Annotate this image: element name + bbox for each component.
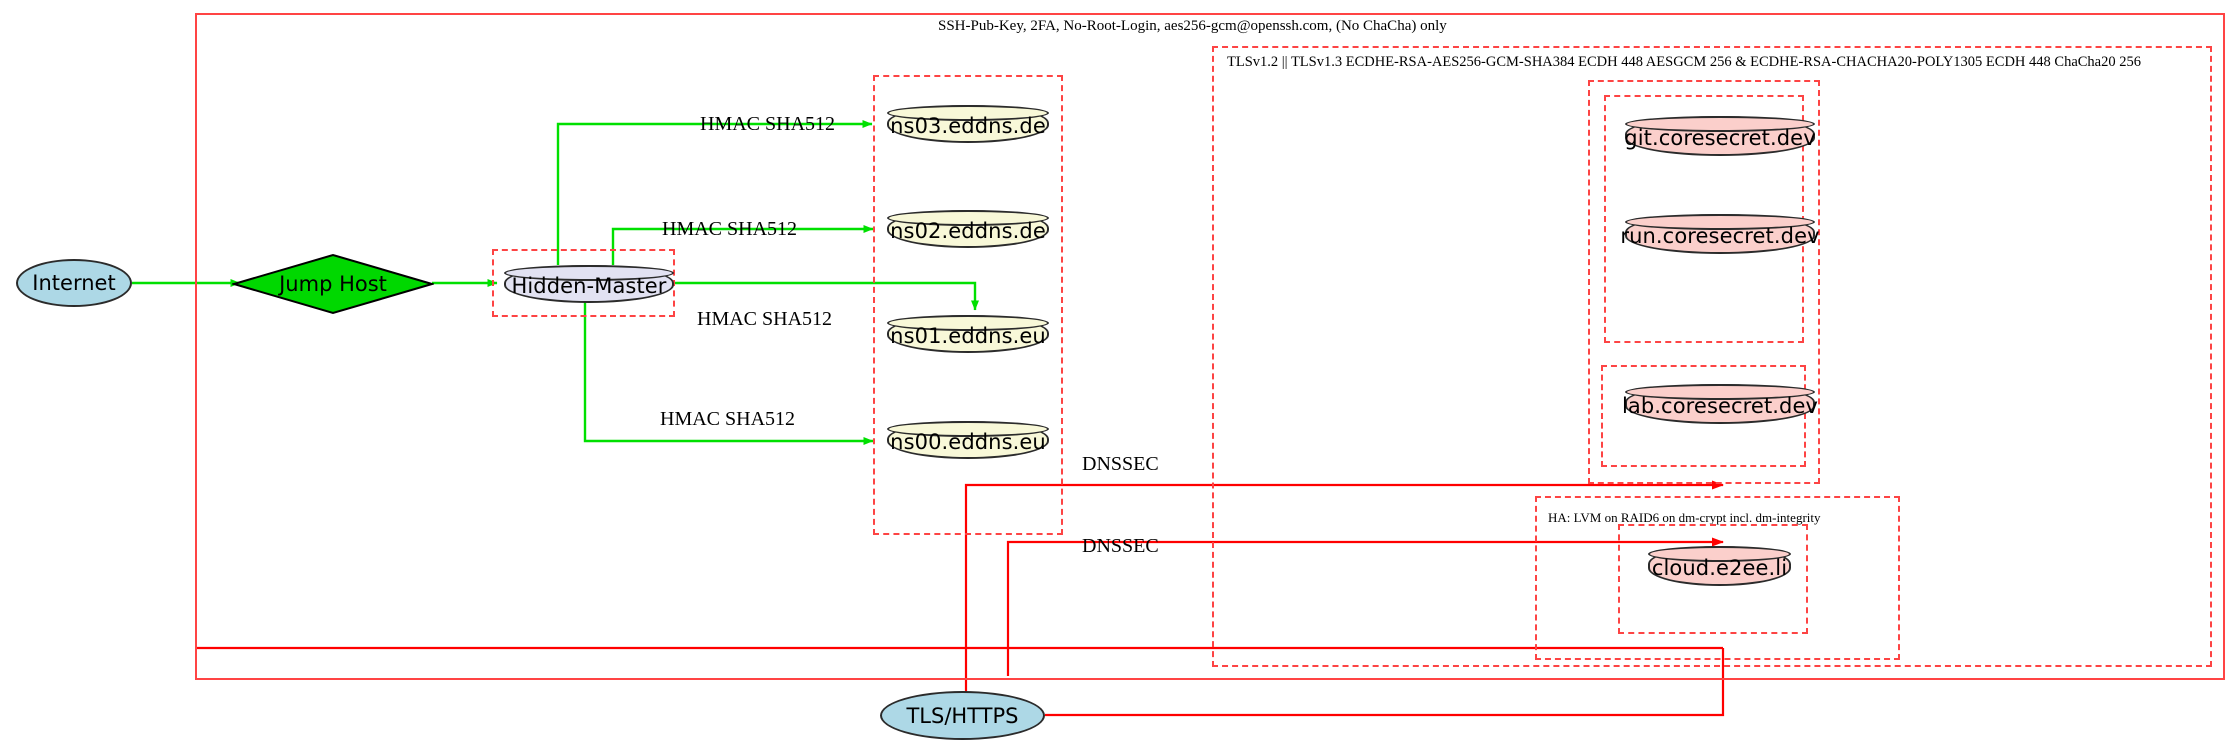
edge-master-ns01: [673, 281, 979, 311]
edge-master-ns02: [611, 225, 874, 265]
cluster-coresecret-zone: [1588, 80, 1820, 484]
node-lab-label: lab.coresecret.dev: [1621, 394, 1819, 418]
node-hidden-master-label: Hidden-Master: [511, 274, 667, 298]
cluster-lab-zone: [1601, 365, 1806, 467]
jumphost-shape: [230, 253, 436, 315]
node-run[interactable]: run.coresecret.dev: [1620, 214, 1820, 254]
cluster-ha-zone-label: HA: LVM on RAID6 on dm-crypt incl. dm-in…: [1548, 510, 1821, 525]
edge-tls-cloud: [1006, 537, 1724, 676]
cluster-ssh-zone: [195, 13, 2225, 680]
cluster-master-zone: [492, 249, 675, 317]
cluster-tls-zone: [1212, 46, 2212, 667]
node-ns03-label: ns03.eddns.de: [890, 114, 1046, 138]
edge-label-hmac-ns02: HMAC SHA512: [662, 218, 798, 240]
node-tls-https[interactable]: TLS/HTTPS: [880, 691, 1045, 740]
edge-master-ns00: [583, 302, 874, 445]
cluster-dns-zone: [873, 75, 1063, 535]
edge-master-ns03: [556, 120, 873, 265]
node-lab[interactable]: lab.coresecret.dev: [1621, 384, 1819, 424]
cluster-ssh-zone-label: SSH-Pub-Key, 2FA, No-Root-Login, aes256-…: [938, 18, 1447, 34]
edge-label-hmac-ns03: HMAC SHA512: [700, 113, 836, 135]
node-internet[interactable]: Internet: [16, 259, 132, 307]
node-run-label: run.coresecret.dev: [1620, 224, 1820, 248]
node-ns01-label: ns01.eddns.eu: [890, 324, 1046, 348]
edge-label-hmac-ns01: HMAC SHA512: [697, 308, 833, 330]
node-ns02-label: ns02.eddns.de: [890, 219, 1046, 243]
node-hidden-master[interactable]: Hidden-Master: [504, 265, 674, 303]
node-cloud[interactable]: cloud.e2ee.li: [1648, 546, 1791, 586]
node-git[interactable]: git.coresecret.dev: [1624, 116, 1816, 156]
node-ns01[interactable]: ns01.eddns.eu: [887, 315, 1049, 353]
node-jumphost[interactable]: Jump Host: [230, 253, 436, 315]
node-ns03[interactable]: ns03.eddns.de: [887, 105, 1049, 143]
node-ns02[interactable]: ns02.eddns.de: [887, 210, 1049, 248]
edge-tls-return: [1045, 648, 1725, 717]
edge-label-dnssec-upper: DNSSEC: [1082, 453, 1159, 475]
node-ns00-label: ns00.eddns.eu: [890, 430, 1046, 454]
node-internet-label: Internet: [32, 271, 116, 295]
node-tls-https-label: TLS/HTTPS: [906, 703, 1019, 728]
edge-tls-coresecret: [964, 480, 1724, 715]
cluster-tls-zone-label: TLSv1.2 || TLSv1.3 ECDHE-RSA-AES256-GCM-…: [1227, 54, 2141, 70]
edge-label-hmac-ns00: HMAC SHA512: [660, 408, 796, 430]
cluster-cloud-zone: [1618, 524, 1808, 634]
cluster-ha-zone: [1535, 496, 1900, 660]
node-ns00[interactable]: ns00.eddns.eu: [887, 421, 1049, 459]
node-cloud-label: cloud.e2ee.li: [1651, 556, 1788, 580]
node-git-label: git.coresecret.dev: [1624, 126, 1816, 150]
edge-label-dnssec-lower: DNSSEC: [1082, 535, 1159, 557]
